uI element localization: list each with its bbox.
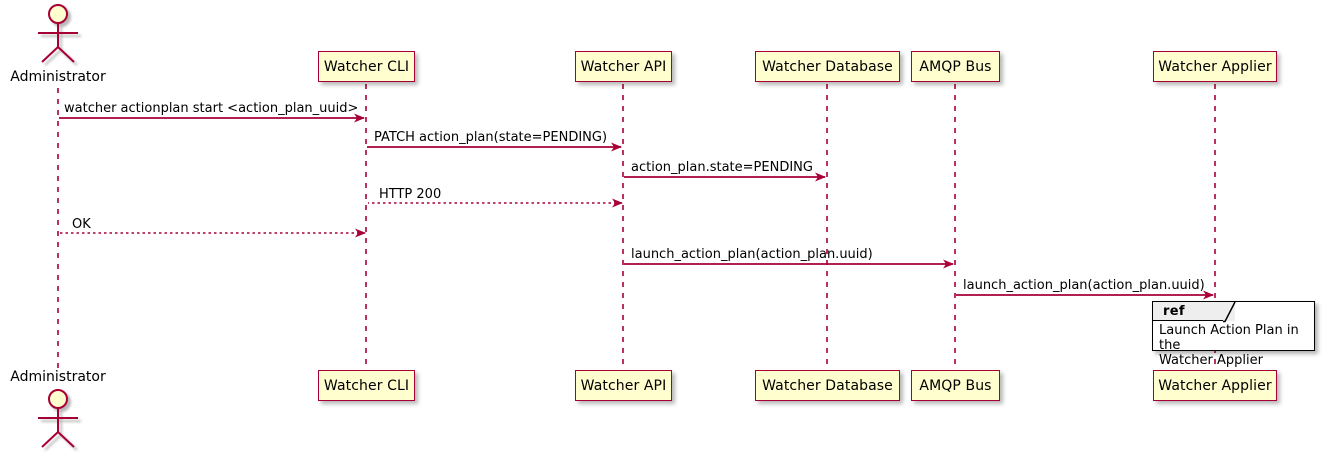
participant-box-watcher-api-top[interactable]: Watcher API <box>575 51 672 82</box>
participant-box-watcher-applier-bottom[interactable]: Watcher Applier <box>1153 370 1277 401</box>
message-label-1: watcher actionplan start <action_plan_uu… <box>64 101 359 116</box>
participant-label: AMQP Bus <box>919 377 992 394</box>
participant-label: Watcher Database <box>762 377 893 394</box>
message-label-4: HTTP 200 <box>379 187 442 202</box>
reference-frame[interactable]: ref Launch Action Plan in the Watcher Ap… <box>1152 301 1315 368</box>
actor-right-leg-line <box>57 431 75 448</box>
participant-label: Watcher Applier <box>1158 377 1272 394</box>
lifelines <box>57 84 1216 370</box>
participant-label: Watcher API <box>580 58 667 75</box>
participant-label: Watcher Applier <box>1158 58 1272 75</box>
ref-tab-corner-icon <box>1223 302 1236 323</box>
participant-box-watcher-cli-bottom[interactable]: Watcher CLI <box>318 370 415 401</box>
participant-label: AMQP Bus <box>919 58 992 75</box>
message-label-2: PATCH action_plan(state=PENDING) <box>374 130 608 145</box>
participant-box-watcher-cli-top[interactable]: Watcher CLI <box>318 51 415 82</box>
participant-box-watcher-database-top[interactable]: Watcher Database <box>755 51 900 82</box>
message-label-7: launch_action_plan(action_plan.uuid) <box>963 278 1205 293</box>
message-arrows <box>59 113 1214 300</box>
actor-right-leg-line <box>57 46 75 63</box>
participant-label: Watcher Database <box>762 58 893 75</box>
participant-label: Watcher CLI <box>323 377 410 394</box>
reference-frame-tab: ref <box>1153 302 1225 321</box>
actor-figure-bottom <box>38 389 78 448</box>
participant-box-watcher-applier-top[interactable]: Watcher Applier <box>1153 51 1277 82</box>
message-label-3: action_plan.state=PENDING <box>631 160 813 175</box>
actor-label-administrator-top: Administrator <box>0 69 116 85</box>
ref-tab-label: ref <box>1163 303 1185 319</box>
participant-box-amqp-bus-top[interactable]: AMQP Bus <box>911 51 1000 82</box>
participant-box-watcher-api-bottom[interactable]: Watcher API <box>575 370 672 401</box>
reference-frame-body: Launch Action Plan in the Watcher Applie… <box>1159 323 1310 368</box>
participant-label: Watcher CLI <box>323 58 410 75</box>
participant-box-watcher-database-bottom[interactable]: Watcher Database <box>755 370 900 401</box>
message-label-5: OK <box>72 217 91 232</box>
actor-head-icon <box>48 389 68 409</box>
ref-body-line-2: Watcher Applier <box>1159 353 1263 368</box>
actor-head-icon <box>48 4 68 24</box>
actor-name: Administrator <box>10 69 106 85</box>
ref-body-line-1: Launch Action Plan in the <box>1159 323 1299 353</box>
actor-left-leg-line <box>41 431 59 448</box>
participant-label: Watcher API <box>580 377 667 394</box>
message-label-6: launch_action_plan(action_plan.uuid) <box>631 247 873 262</box>
actor-label-administrator-bottom: Administrator <box>0 369 116 385</box>
actor-left-leg-line <box>41 46 59 63</box>
actor-name: Administrator <box>10 369 106 385</box>
actor-figure-top <box>38 4 78 63</box>
participant-box-amqp-bus-bottom[interactable]: AMQP Bus <box>911 370 1000 401</box>
